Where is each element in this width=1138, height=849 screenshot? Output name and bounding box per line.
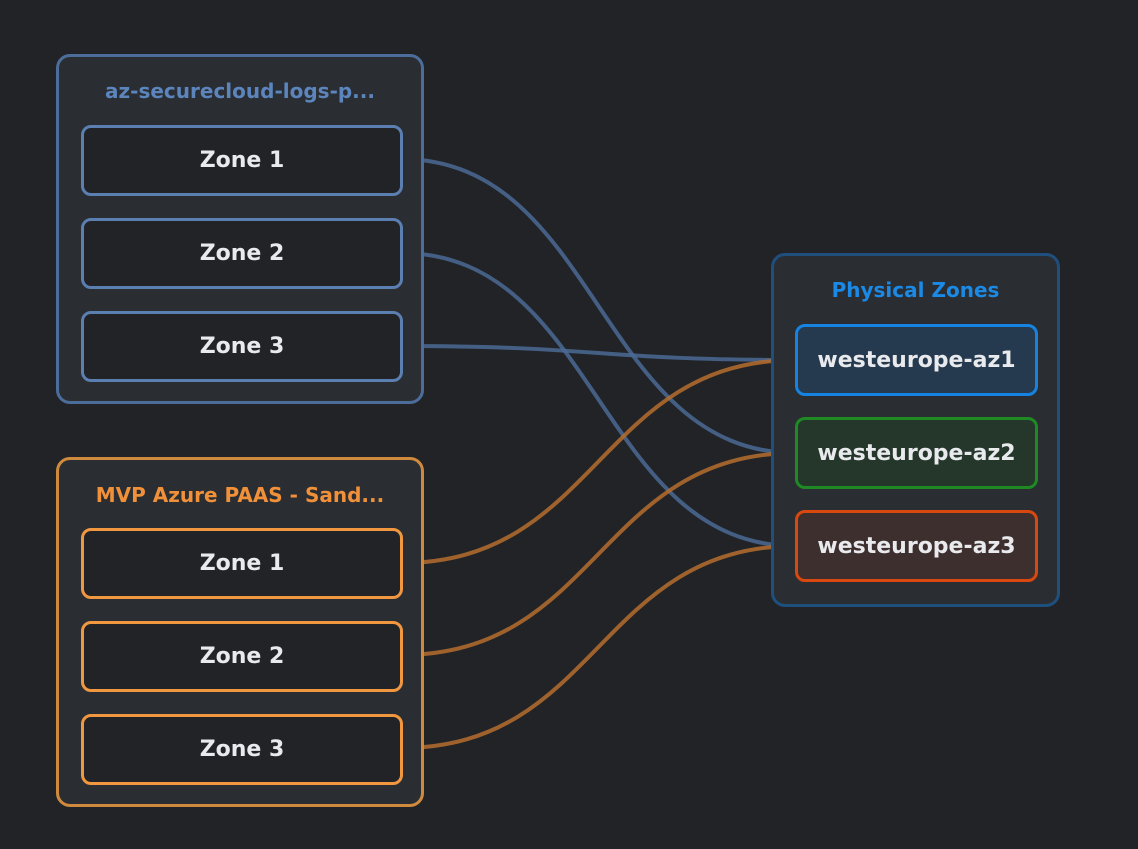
link-sub2-zone2 bbox=[400, 451, 797, 657]
link-sub2-zone1 bbox=[400, 358, 797, 565]
logical-zone-3[interactable]: Zone 3 bbox=[81, 714, 403, 785]
logical-zone-2[interactable]: Zone 2 bbox=[81, 218, 403, 289]
logical-zone-2[interactable]: Zone 2 bbox=[81, 621, 403, 692]
link-sub1-zone1 bbox=[400, 157, 797, 455]
link-sub1-zone2 bbox=[400, 251, 797, 548]
link-sub2-zone3 bbox=[400, 544, 797, 750]
link-sub1-zone3 bbox=[400, 344, 797, 362]
physical-zone-az1[interactable]: westeurope-az1 bbox=[795, 324, 1038, 396]
subscription-group-2: MVP Azure PAAS - Sand... Zone 1 Zone 2 Z… bbox=[56, 457, 424, 807]
subscription-title: az-securecloud-logs-p... bbox=[105, 79, 375, 103]
logical-zone-3[interactable]: Zone 3 bbox=[81, 311, 403, 382]
physical-zones-group: Physical Zones westeurope-az1 westeurope… bbox=[771, 253, 1060, 607]
subscription-group-1: az-securecloud-logs-p... Zone 1 Zone 2 Z… bbox=[56, 54, 424, 404]
logical-zone-1[interactable]: Zone 1 bbox=[81, 125, 403, 196]
physical-zone-az3[interactable]: westeurope-az3 bbox=[795, 510, 1038, 582]
physical-zone-az2[interactable]: westeurope-az2 bbox=[795, 417, 1038, 489]
logical-zone-1[interactable]: Zone 1 bbox=[81, 528, 403, 599]
physical-zones-title: Physical Zones bbox=[831, 278, 1000, 302]
subscription-title: MVP Azure PAAS - Sand... bbox=[95, 483, 385, 507]
